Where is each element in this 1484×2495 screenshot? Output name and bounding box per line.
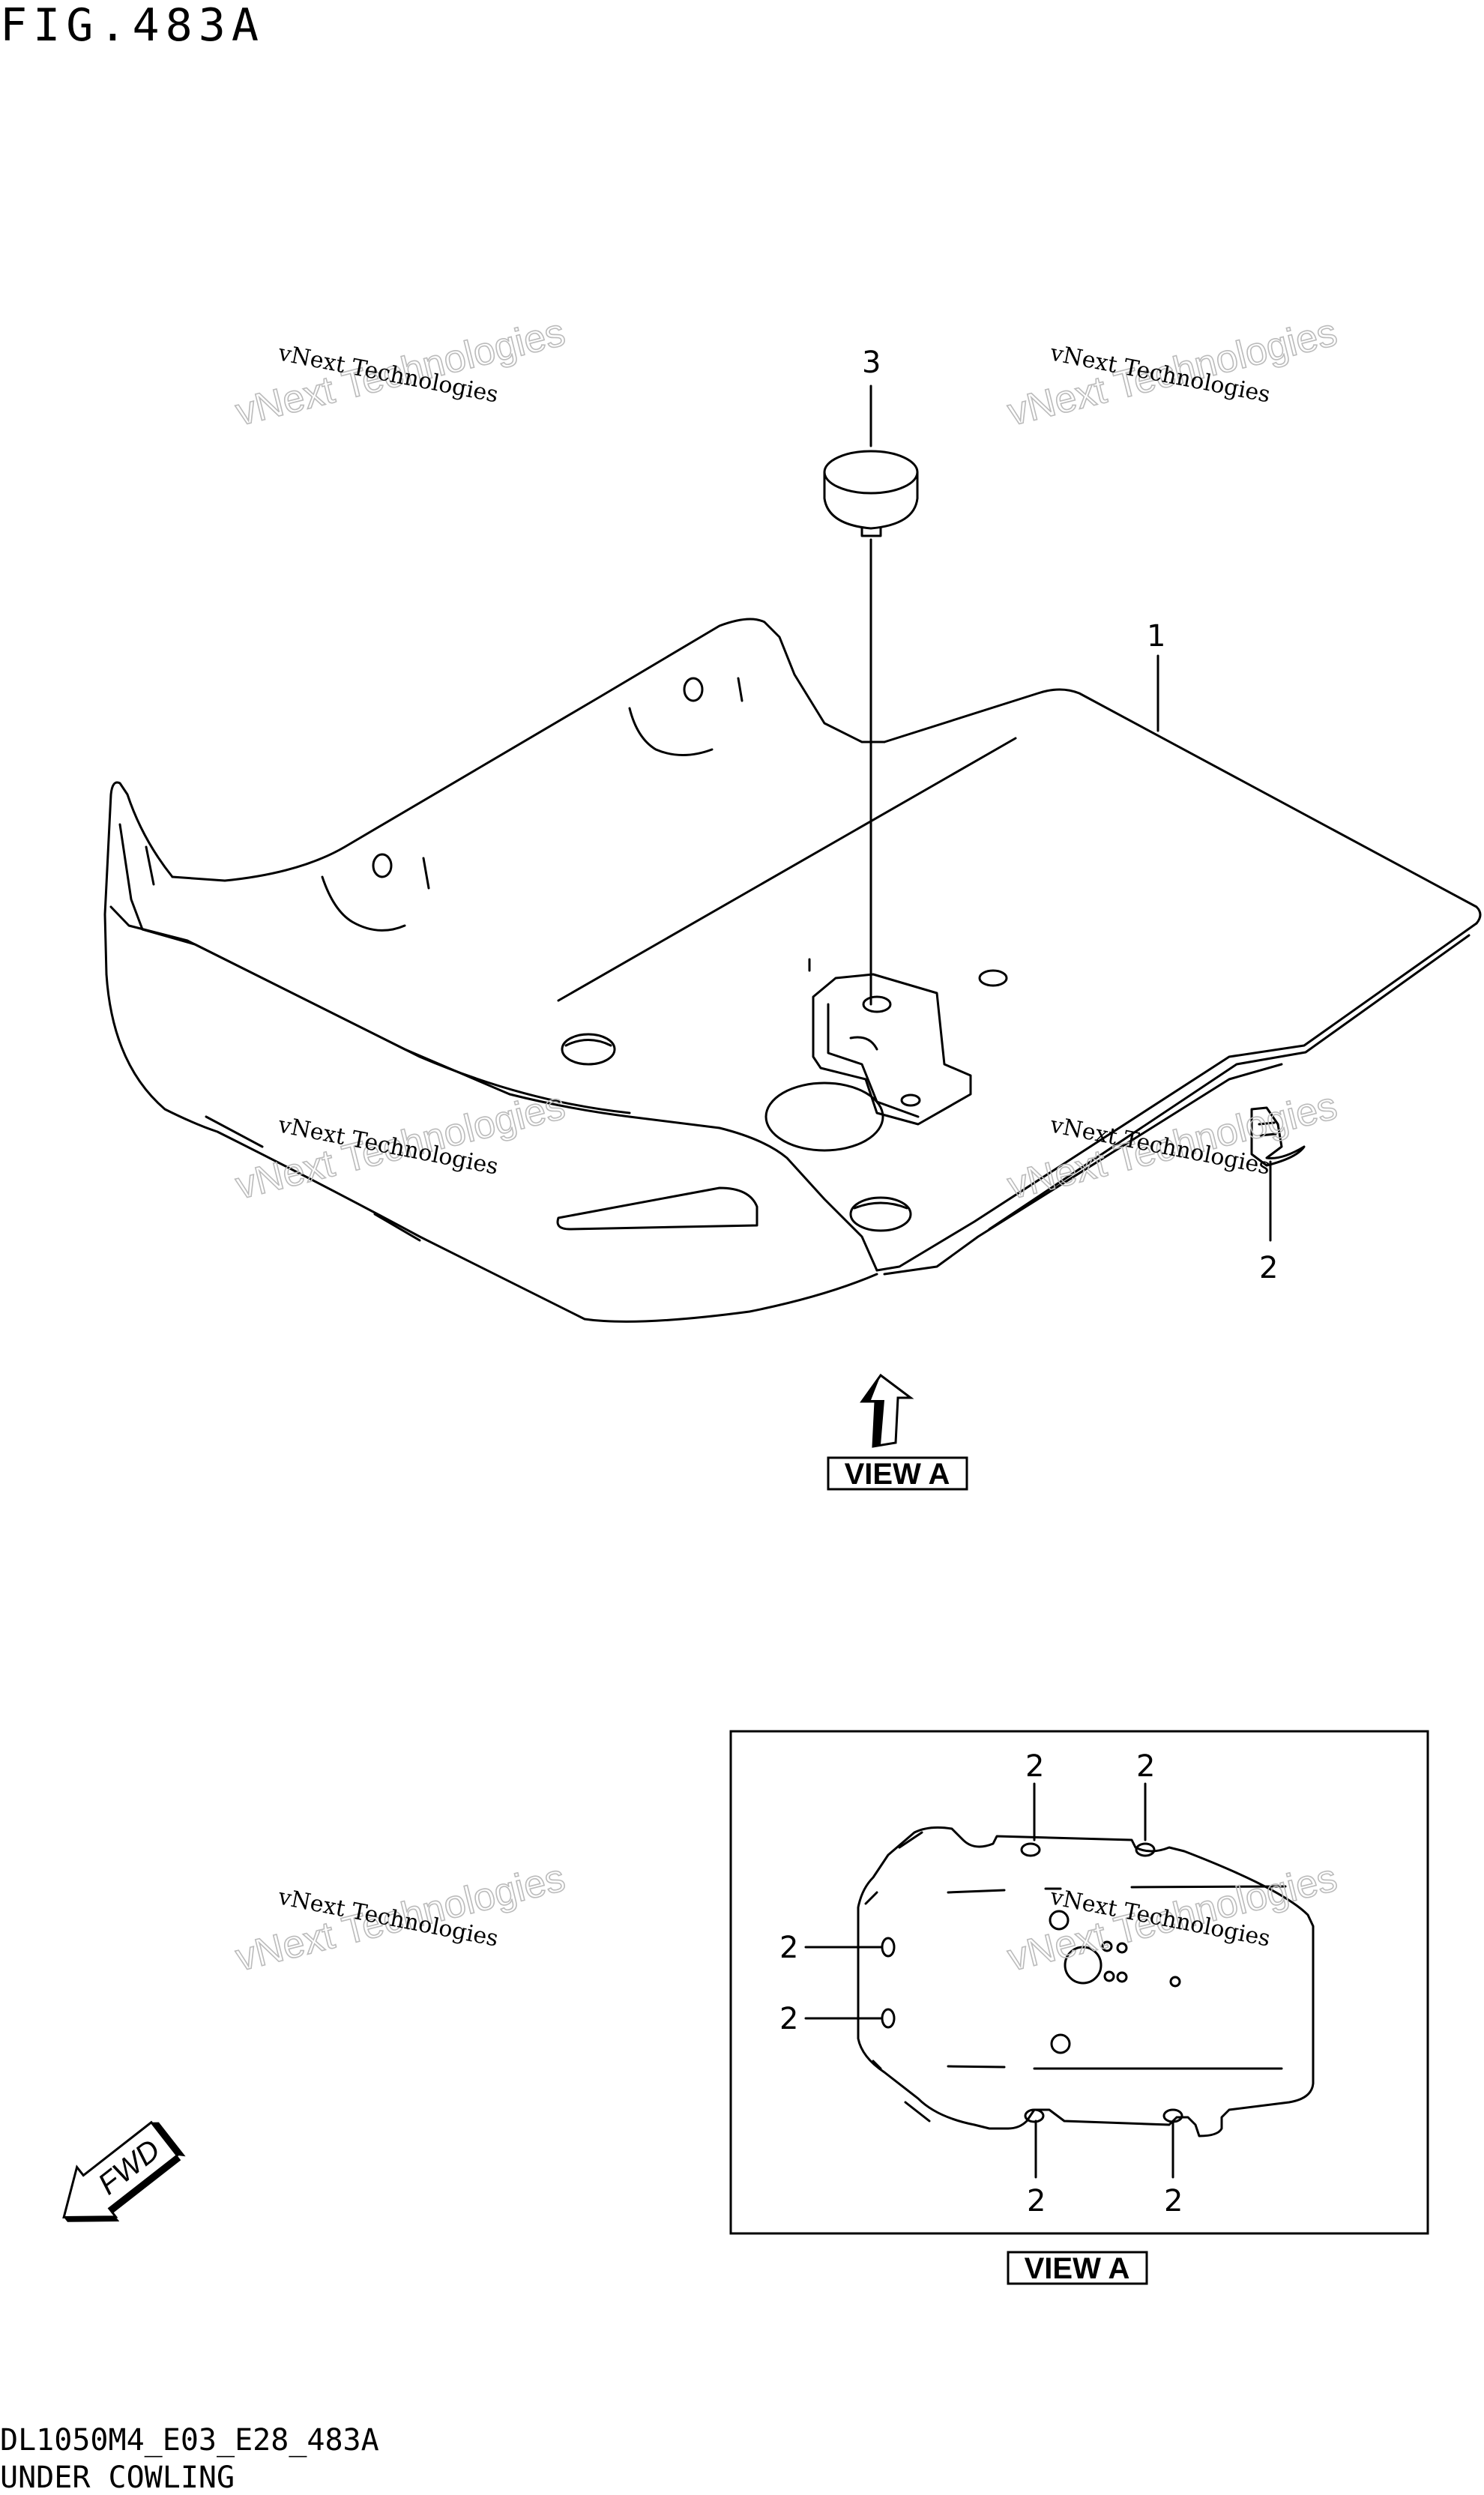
watermark: vNext Technologies vNext Technologies vN… bbox=[231, 310, 1342, 1981]
view-a-inset-leaders bbox=[804, 1782, 1174, 2179]
view-a-inset-part bbox=[857, 1826, 1315, 2138]
view-arrow bbox=[860, 1373, 914, 1448]
under-cowling-part bbox=[103, 618, 1482, 1323]
inset-callout-bottom-right: 2 bbox=[1164, 2184, 1183, 2218]
svg-text:VIEW A: VIEW A bbox=[1025, 2252, 1130, 2285]
view-a-inset-frame bbox=[729, 1730, 1429, 2235]
callout-part-1: 1 bbox=[1147, 619, 1165, 654]
grommet-part bbox=[823, 450, 919, 537]
callout-part-2: 2 bbox=[1259, 1251, 1278, 1285]
svg-text:VIEW A: VIEW A bbox=[845, 1458, 950, 1491]
figure-name: UNDER COWLING bbox=[0, 2461, 235, 2495]
view-a-label-top: VIEW A bbox=[827, 1456, 968, 1491]
inset-callout-left-lower: 2 bbox=[779, 2002, 798, 2036]
fwd-arrow-icon: FWD bbox=[62, 2120, 186, 2222]
callout-part-3: 3 bbox=[862, 346, 881, 380]
inset-callout-top-right: 2 bbox=[1136, 1749, 1155, 1784]
inset-callout-bottom-left: 2 bbox=[1027, 2184, 1046, 2218]
figure-code: DL1050M4_E03_E28_483A bbox=[0, 2423, 379, 2458]
view-a-label-inset: VIEW A bbox=[1007, 2251, 1148, 2285]
figure-title: FIG.483A bbox=[0, 0, 265, 52]
inset-callout-left-upper: 2 bbox=[779, 1931, 798, 1965]
inset-callout-top-left: 2 bbox=[1025, 1749, 1044, 1784]
